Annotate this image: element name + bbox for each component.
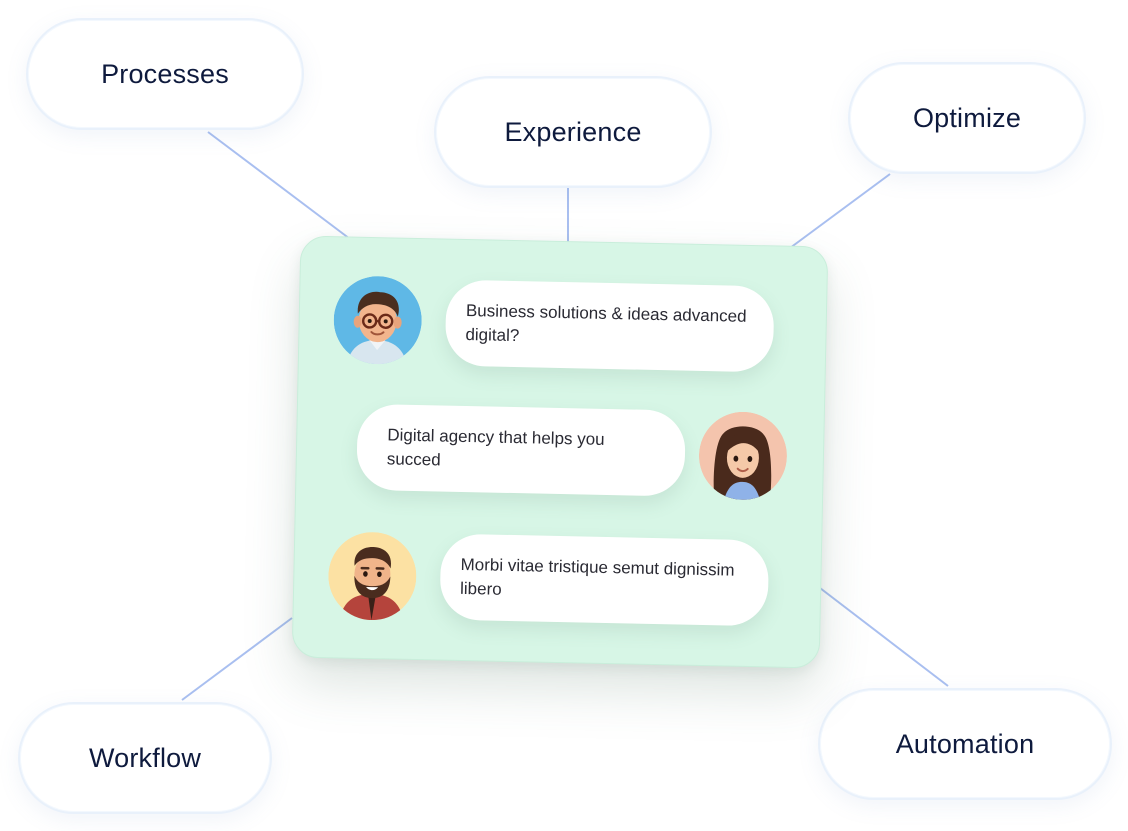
node-experience: Experience [434,76,712,188]
chat-message-2-text: Digital agency that helps you succed [386,425,605,470]
node-processes-label: Processes [101,58,229,89]
node-optimize-label: Optimize [912,102,1022,133]
chat-message-1-text: Business solutions & ideas advanced digi… [465,301,747,346]
node-experience-label: Experience [504,116,642,147]
connector-automation [819,587,949,687]
node-workflow-label: Workflow [88,742,202,773]
chat-message-3: Morbi vitae tristique semut dignissim li… [439,533,770,627]
node-workflow: Workflow [18,702,272,814]
chat-card: Business solutions & ideas advanced digi… [291,235,829,669]
chat-message-2: Digital agency that helps you succed [356,403,686,497]
node-optimize: Optimize [848,62,1086,174]
bearded-man-avatar [327,531,417,621]
chat-message-1: Business solutions & ideas advanced digi… [444,279,775,373]
man-with-glasses-avatar [333,275,423,365]
connector-workflow [181,617,293,701]
node-automation: Automation [818,688,1112,800]
connector-processes [207,131,355,243]
connector-optimize [789,173,891,249]
node-processes: Processes [26,18,304,130]
node-automation-label: Automation [895,728,1035,759]
woman-avatar [698,411,788,501]
chat-message-3-text: Morbi vitae tristique semut dignissim li… [459,554,735,599]
